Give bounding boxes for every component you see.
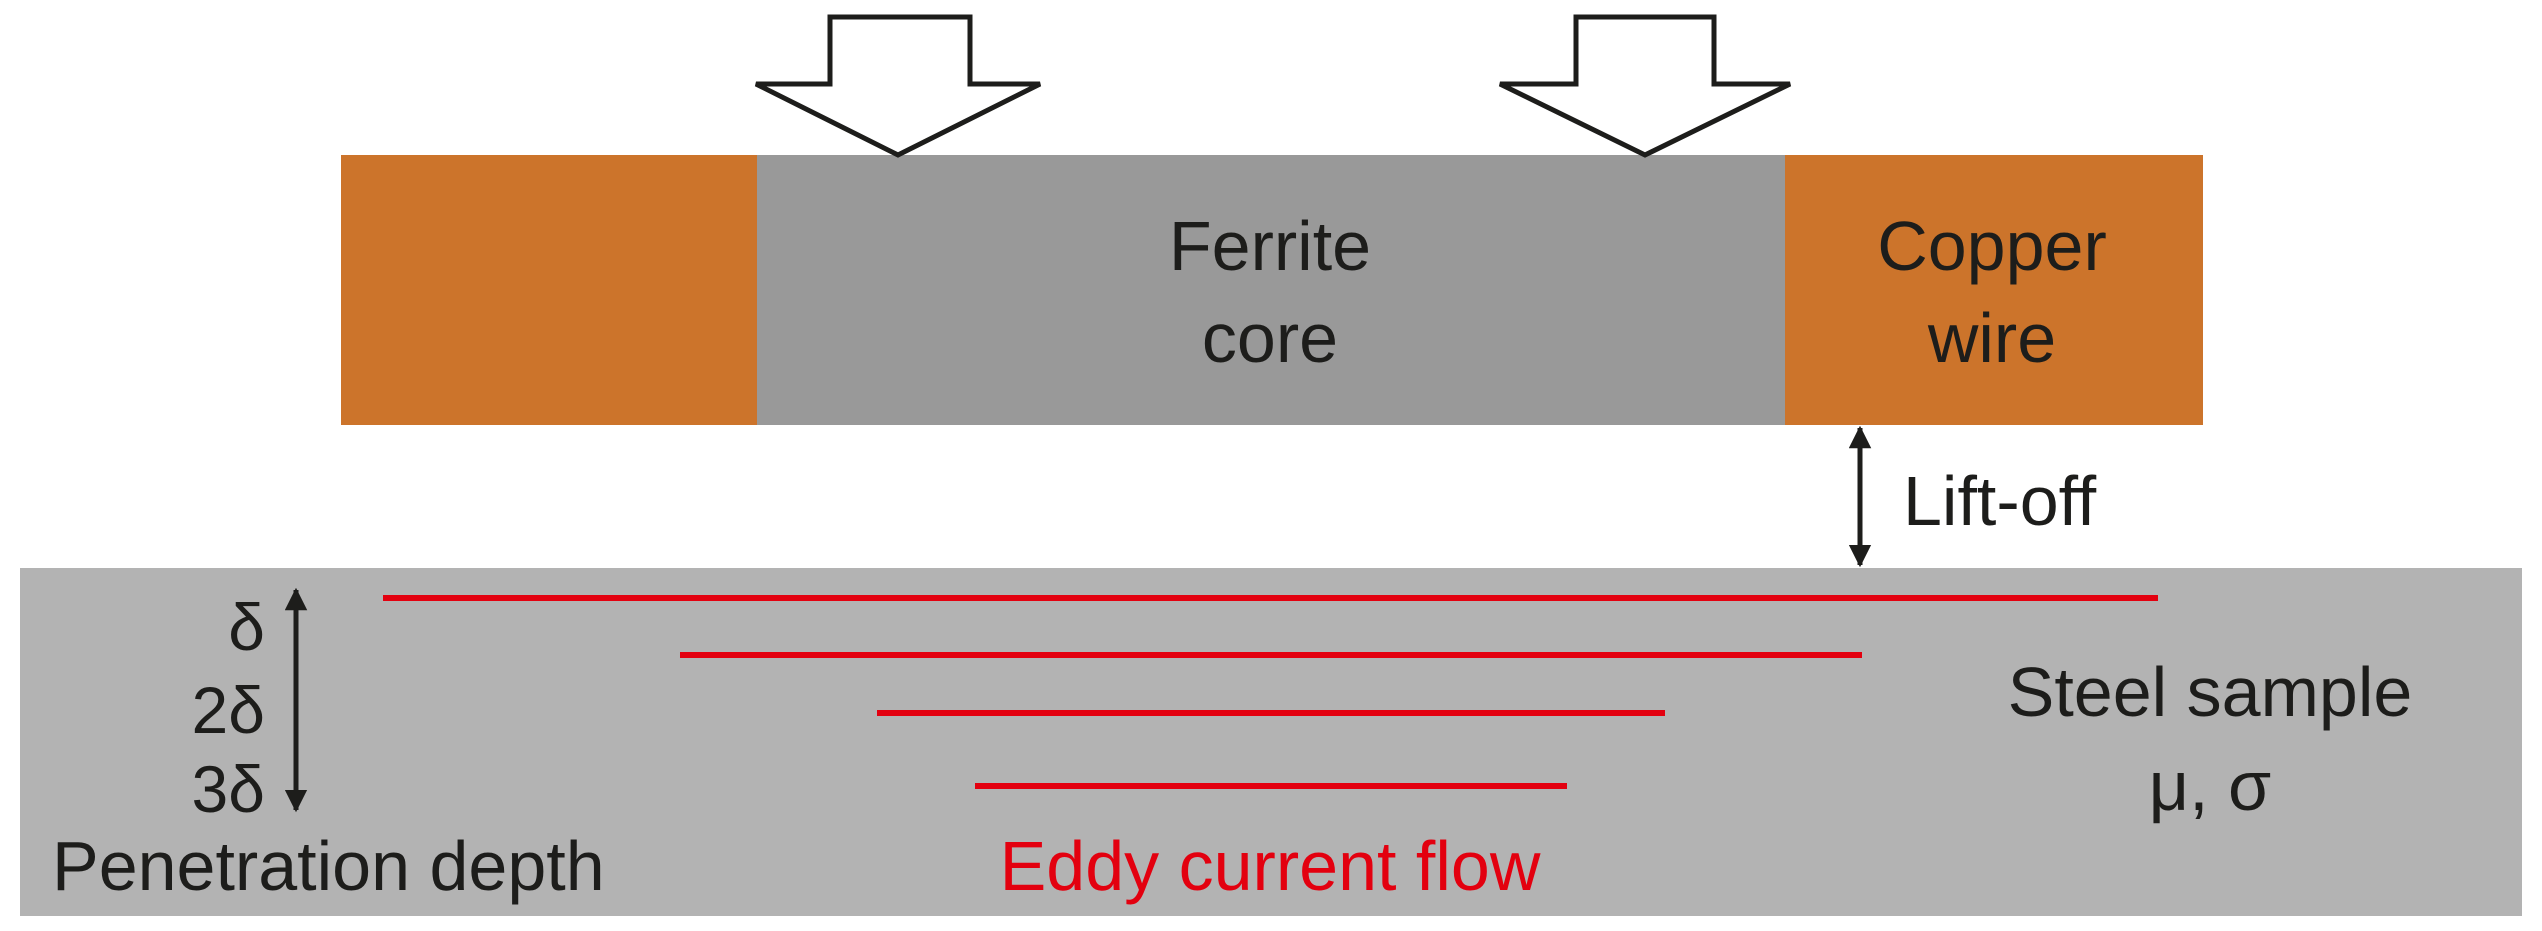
copper-wire-right bbox=[1785, 155, 2203, 425]
liftoff-label: Lift-off bbox=[1903, 462, 2097, 540]
down-arrow-outline-icon bbox=[754, 14, 1042, 158]
steel-sample bbox=[20, 568, 2522, 916]
depth-label-delta: δ bbox=[228, 590, 265, 664]
eddy-current-flow-label: Eddy current flow bbox=[1000, 827, 1541, 905]
steel-sample-label-line2: μ, σ bbox=[2149, 747, 2271, 825]
depth-label-3delta: 3δ bbox=[192, 752, 265, 826]
eddy-currents bbox=[383, 595, 2158, 789]
steel-sample-label-line1: Steel sample bbox=[2008, 653, 2413, 731]
ferrite-core-label-line1: Ferrite bbox=[1169, 207, 1371, 285]
ferrite-core-label-line2: core bbox=[1202, 299, 1338, 377]
penetration-depth-label: Penetration depth bbox=[52, 827, 605, 905]
down-arrow-outline-icon bbox=[1498, 14, 1792, 158]
probe: Ferrite core Copper wire bbox=[341, 155, 2203, 425]
copper-wire-label-line1: Copper bbox=[1877, 207, 2107, 285]
depth-label-2delta: 2δ bbox=[192, 673, 265, 747]
ferrite-core bbox=[757, 155, 1787, 425]
copper-wire-left bbox=[341, 155, 759, 425]
copper-wire-label-line2: wire bbox=[1927, 299, 2056, 377]
